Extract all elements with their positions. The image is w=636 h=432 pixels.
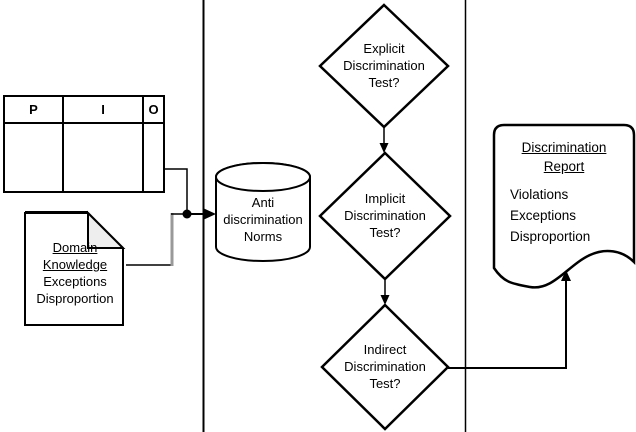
- database-label-line: discrimination: [223, 212, 303, 227]
- document-fold-corner: [87, 210, 126, 249]
- table-header-o: O: [142, 95, 165, 124]
- domain-doc-title-line: Knowledge: [42, 257, 108, 272]
- report-item: Exceptions: [510, 208, 577, 223]
- implicit-test-line: Discrimination: [344, 208, 426, 223]
- arrowhead-into-database-icon: [204, 208, 216, 220]
- report-item: Violations: [510, 187, 569, 202]
- decision-diamond-indirect: [320, 303, 450, 431]
- indirect-test-label: Indirect Discrimination Test?: [325, 341, 445, 392]
- domain-doc-item: Disproportion: [36, 291, 114, 306]
- report-title-line: Report: [543, 159, 585, 174]
- connector-indirect-to-report: [448, 280, 567, 369]
- domain-doc-title-line: Domain: [52, 240, 98, 255]
- dataset-table-header-row: P I O: [3, 95, 165, 124]
- table-header-p: P: [3, 95, 64, 124]
- table-cell-empty: [62, 122, 144, 193]
- explicit-test-label: Explicit Discrimination Test?: [324, 40, 444, 91]
- arrowhead-into-report-icon: [561, 270, 571, 281]
- table-header-i: I: [62, 95, 144, 124]
- explicit-test-line: Explicit: [363, 41, 405, 56]
- indirect-test-line: Indirect: [363, 342, 407, 357]
- cylinder-top-rim: [215, 162, 311, 192]
- junction-dot: [182, 209, 192, 219]
- report-title: Discrimination Report: [494, 138, 634, 176]
- database-label-line: Norms: [243, 229, 283, 244]
- domain-doc-item: Exceptions: [43, 274, 107, 289]
- report-item: Disproportion: [510, 229, 591, 244]
- decision-diamond-explicit: [318, 3, 450, 129]
- report-items: Violations Exceptions Disproportion: [510, 184, 634, 247]
- database-label-line: Anti: [251, 195, 275, 210]
- connector-table-to-junction: [162, 168, 188, 210]
- implicit-test-line: Test?: [369, 225, 401, 240]
- table-cell-empty: [142, 122, 165, 193]
- report-title-line: Discrimination: [521, 140, 607, 155]
- decision-diamond-implicit: [318, 151, 452, 281]
- indirect-test-line: Discrimination: [344, 359, 426, 374]
- arrowhead-down-1-icon: [379, 143, 389, 153]
- dataset-table: P I O: [3, 95, 165, 193]
- explicit-test-line: Test?: [368, 75, 400, 90]
- domain-document-label: Domain Knowledge Exceptions Disproportio…: [25, 239, 125, 307]
- dataset-table-body-row: [3, 122, 165, 193]
- implicit-test-label: Implicit Discrimination Test?: [325, 190, 445, 241]
- explicit-test-line: Discrimination: [343, 58, 425, 73]
- arrowhead-down-2-icon: [380, 295, 390, 305]
- database-cylinder-shape: [215, 162, 311, 262]
- implicit-test-line: Implicit: [364, 191, 406, 206]
- indirect-test-line: Test?: [369, 376, 401, 391]
- report-document-shape: [492, 123, 636, 289]
- table-cell-empty: [3, 122, 64, 193]
- database-label: Anti discrimination Norms: [214, 194, 312, 245]
